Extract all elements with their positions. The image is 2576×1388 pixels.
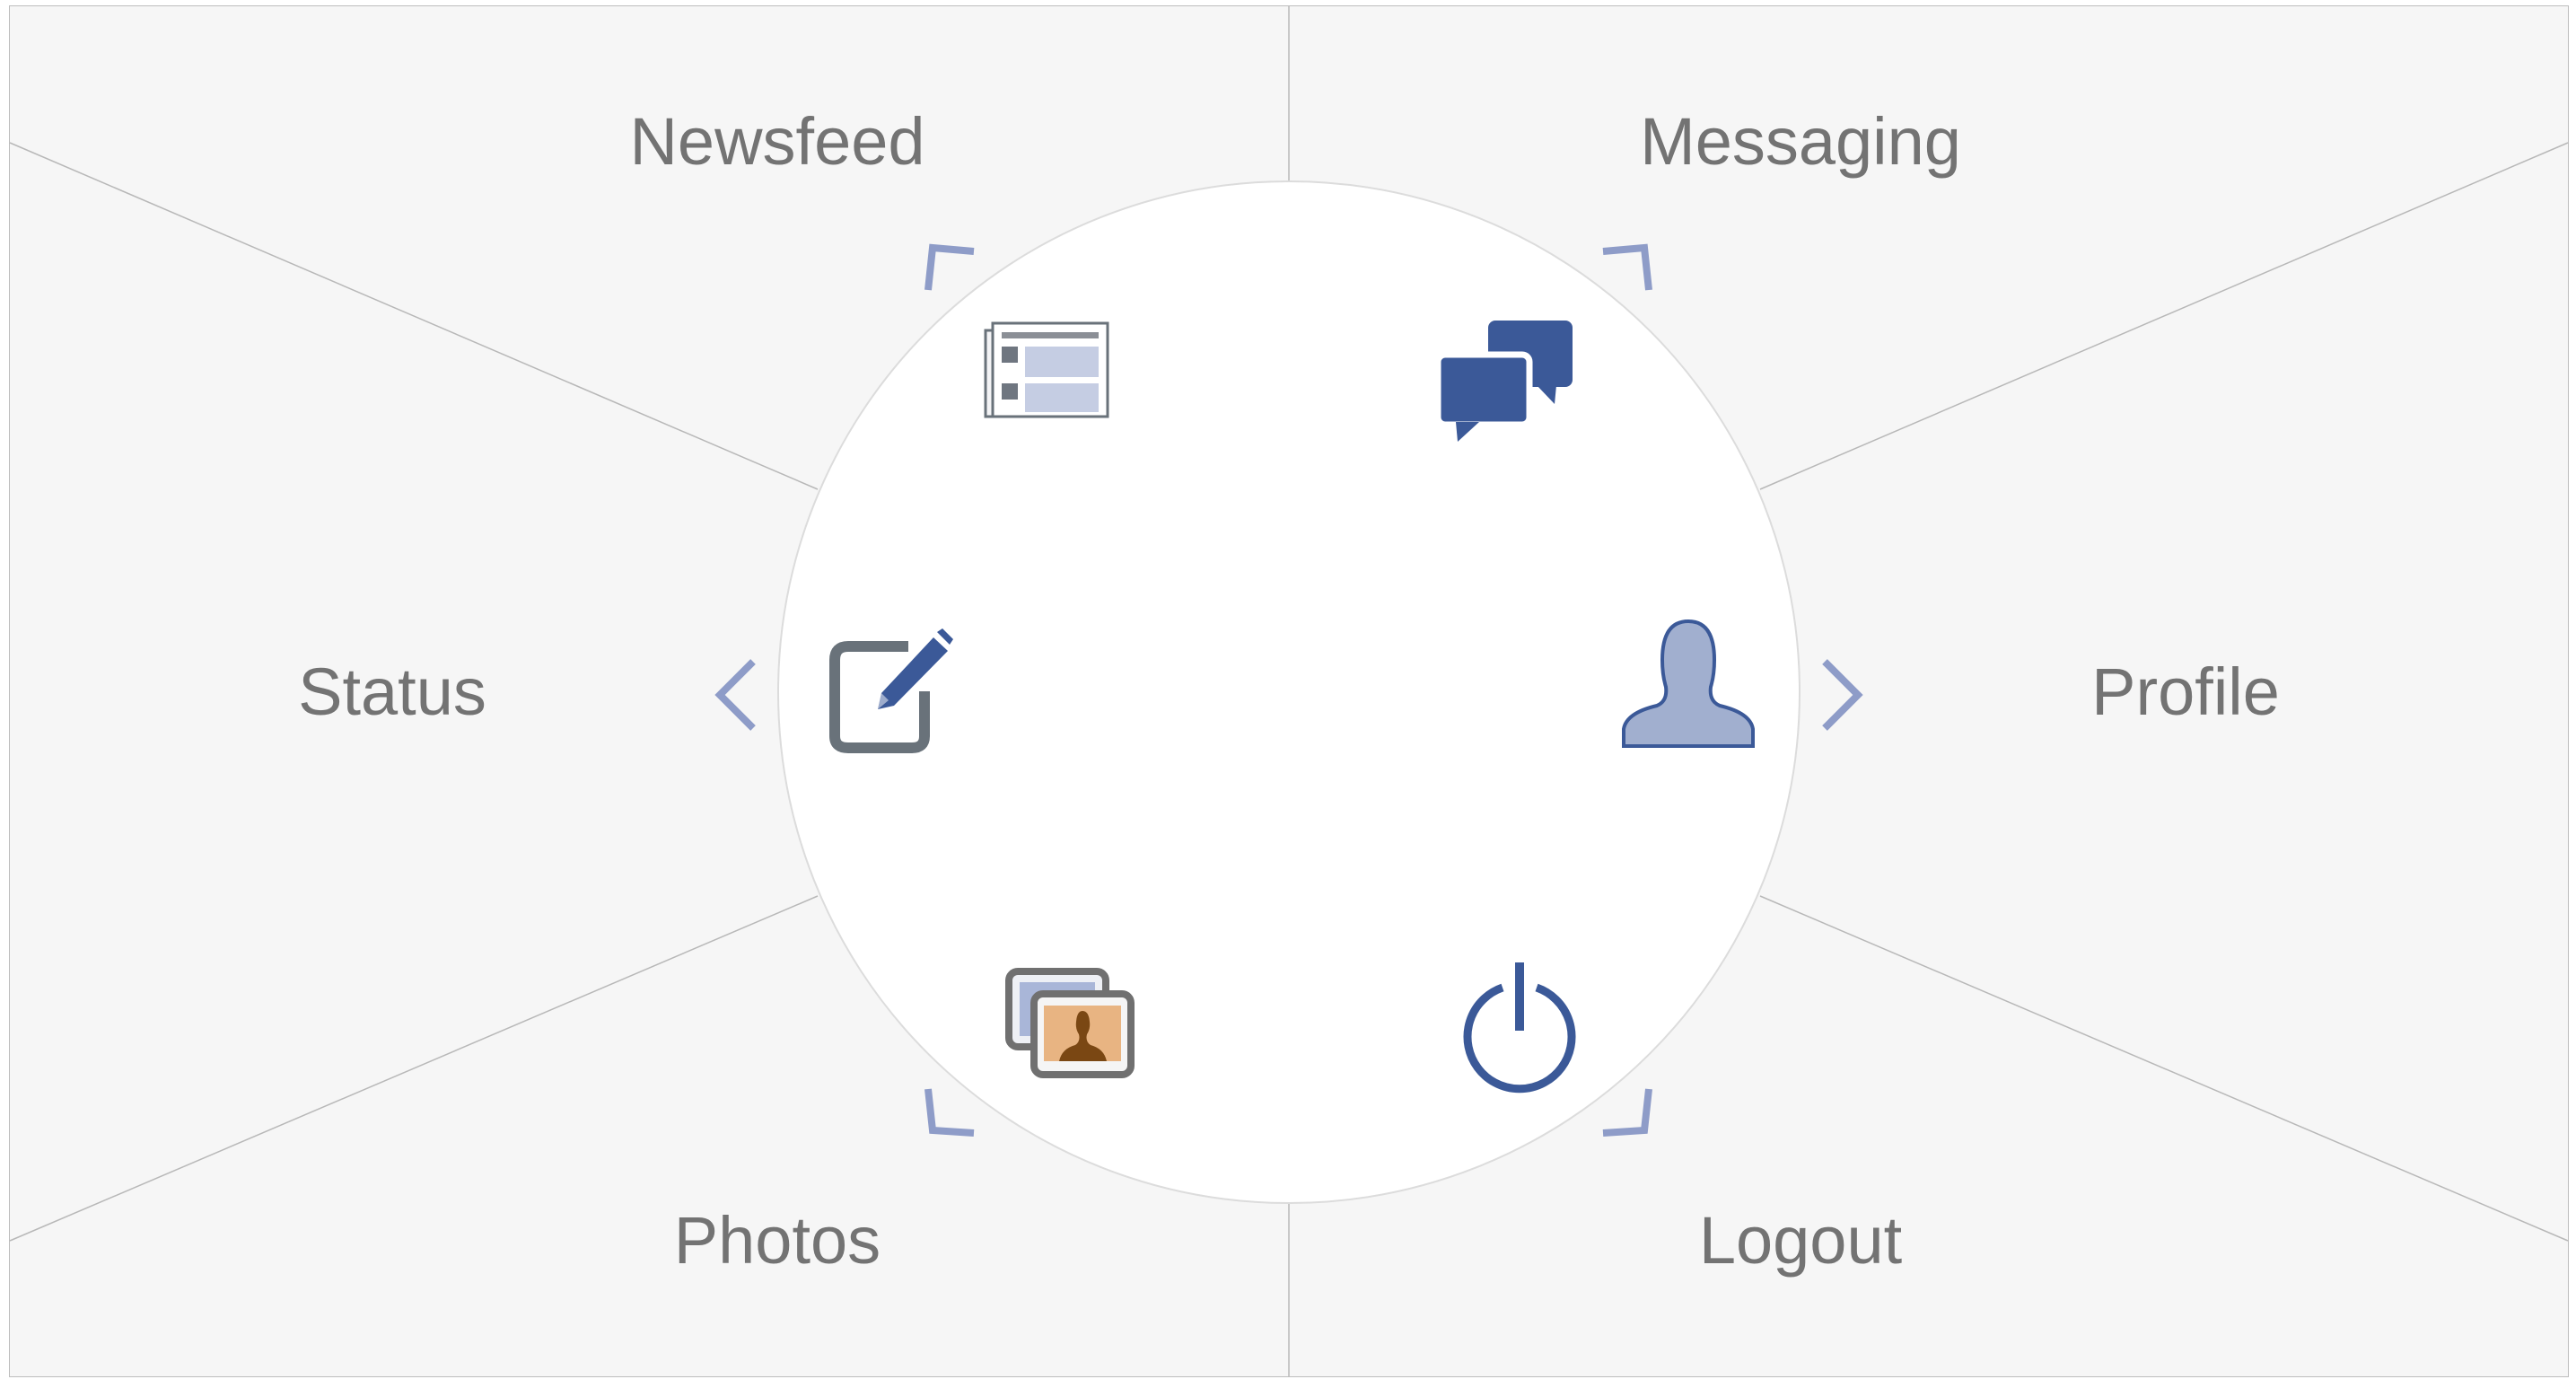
messaging-icon[interactable] [1434, 321, 1573, 442]
chevron-left-icon [714, 659, 756, 731]
menu-label-profile: Profile [2091, 654, 2280, 729]
menu-segment-photos[interactable]: Photos [10, 896, 1289, 1376]
chevron-indicators [714, 243, 1863, 1137]
menu-label-messaging: Messaging [1640, 104, 1961, 179]
menu-segment-status[interactable]: Status [10, 143, 818, 1241]
menu-label-photos: Photos [674, 1203, 881, 1278]
profile-icon[interactable] [1622, 619, 1755, 748]
chevron-down-right-icon [1602, 1088, 1652, 1137]
menu-segment-newsfeed[interactable]: Newsfeed [10, 6, 1289, 489]
chevron-down-left-icon [924, 1088, 975, 1137]
menu-label-status: Status [298, 654, 486, 729]
power-icon[interactable] [1463, 962, 1576, 1094]
menu-label-logout: Logout [1699, 1203, 1903, 1278]
chevron-up-left-icon [924, 243, 975, 291]
photos-icon[interactable] [1005, 968, 1135, 1078]
menu-segment-logout[interactable]: Logout [1289, 896, 2568, 1376]
menu-label-newsfeed: Newsfeed [629, 104, 924, 179]
center-hub [777, 180, 1801, 1204]
menu-segment-messaging[interactable]: Messaging [1289, 6, 2568, 489]
menu-segment-profile[interactable]: Profile [1760, 143, 2568, 1241]
segment-dividers [9, 6, 2569, 1376]
status-edit-icon[interactable] [829, 628, 953, 753]
newsfeed-icon[interactable] [984, 321, 1109, 418]
chevron-right-icon [1822, 659, 1863, 731]
chevron-up-right-icon [1602, 243, 1652, 291]
